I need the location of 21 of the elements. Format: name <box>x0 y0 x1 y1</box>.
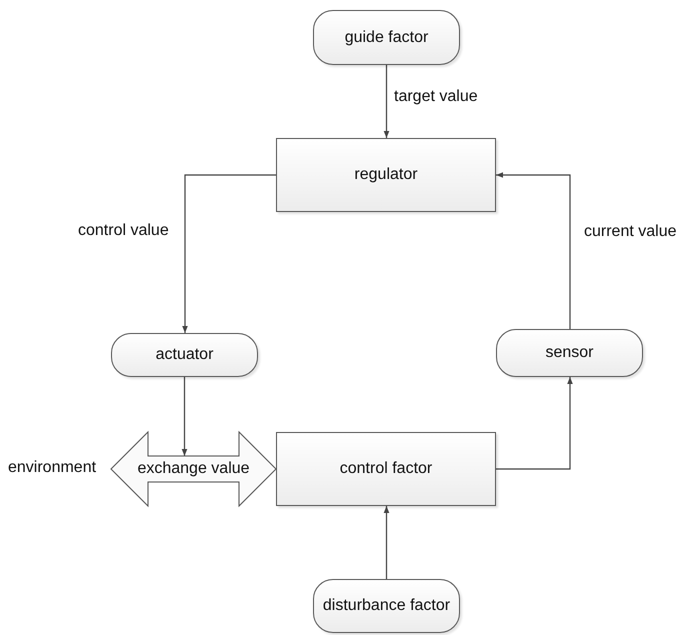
process-box <box>276 432 496 506</box>
arrow <box>496 172 571 329</box>
node-label: control factor <box>340 460 432 478</box>
arrow <box>496 377 573 470</box>
node-label: actuator <box>156 346 214 364</box>
rounded-box <box>111 333 258 377</box>
arrow <box>384 506 390 579</box>
node-label: guide factor <box>344 28 428 46</box>
rounded-box <box>313 10 460 65</box>
rounded-box <box>496 329 643 377</box>
edge-label: target value <box>394 88 478 106</box>
node-label: sensor <box>545 344 594 362</box>
rounded-box <box>313 579 460 633</box>
arrow <box>384 65 390 138</box>
arrow <box>182 174 276 333</box>
process-box <box>276 138 496 212</box>
node-label: regulator <box>354 166 418 184</box>
double-arrow-shape <box>111 432 276 506</box>
node-label: exchange value <box>137 460 250 478</box>
node-label: disturbance factor <box>322 597 450 615</box>
arrow <box>182 377 188 456</box>
